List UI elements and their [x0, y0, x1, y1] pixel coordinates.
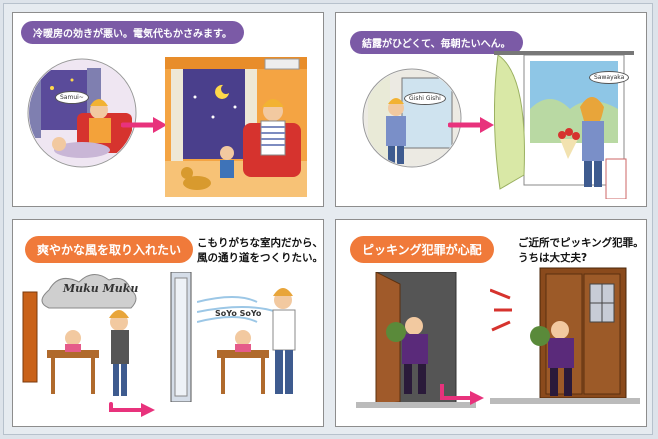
panel-note: ご近所でピッキング犯罪。 うちは大丈夫? — [518, 236, 644, 266]
cloud-text: Muku Muku — [63, 282, 139, 295]
panel-note: こもりがちな室内だから、 風の通り道をつくりたい。 — [197, 236, 323, 266]
panel-condensation: 結露がひどくて、毎朝たいへん。 Gishi Gishi Sawayaka — [335, 12, 647, 207]
after-scene-illustration — [165, 57, 307, 197]
stuffy-room-illustration — [22, 274, 137, 396]
window-vent-illustration — [170, 272, 192, 402]
burglar-locked-door-illustration — [490, 267, 640, 404]
arrow-right-icon — [109, 402, 155, 417]
note-line: うちは大丈夫? — [518, 252, 588, 264]
panel-lockpicking: ピッキング犯罪が心配 ご近所でピッキング犯罪。 うちは大丈夫? — [335, 219, 647, 427]
burglar-open-door-illustration — [356, 272, 476, 408]
before-scene-illustration — [27, 58, 137, 168]
speech-bubble: Samui~ — [55, 91, 89, 104]
wind-text: SoYo SoYo — [215, 309, 262, 318]
panel-title: 冷暖房の効きが悪い。電気代もかさみます。 — [21, 21, 244, 44]
fresh-room-illustration — [197, 288, 296, 394]
panel-title: 爽やかな風を取り入れたい — [25, 236, 194, 263]
after-scene-illustration — [494, 51, 634, 199]
panel-title: ピッキング犯罪が心配 — [350, 236, 494, 263]
speech-bubble: Gishi Gishi — [404, 92, 446, 105]
note-line: 風の通り道をつくりたい。 — [197, 252, 323, 264]
note-line: こもりがちな室内だから、 — [197, 237, 323, 249]
note-line: ご近所でピッキング犯罪。 — [518, 237, 644, 249]
panel-aircon: 冷暖房の効きが悪い。電気代もかさみます。 Samui~ — [12, 12, 324, 207]
before-scene-illustration — [362, 68, 462, 168]
arrow-right-icon — [121, 117, 167, 133]
speech-bubble: Sawayaka — [589, 71, 630, 84]
arrow-right-icon — [440, 384, 484, 405]
panel-ventilation: 爽やかな風を取り入れたい こもりがちな室内だから、 風の通り道をつくりたい。 M… — [12, 219, 324, 427]
arrow-right-icon — [448, 117, 494, 133]
panel-title: 結露がひどくて、毎朝たいへん。 — [350, 31, 523, 54]
